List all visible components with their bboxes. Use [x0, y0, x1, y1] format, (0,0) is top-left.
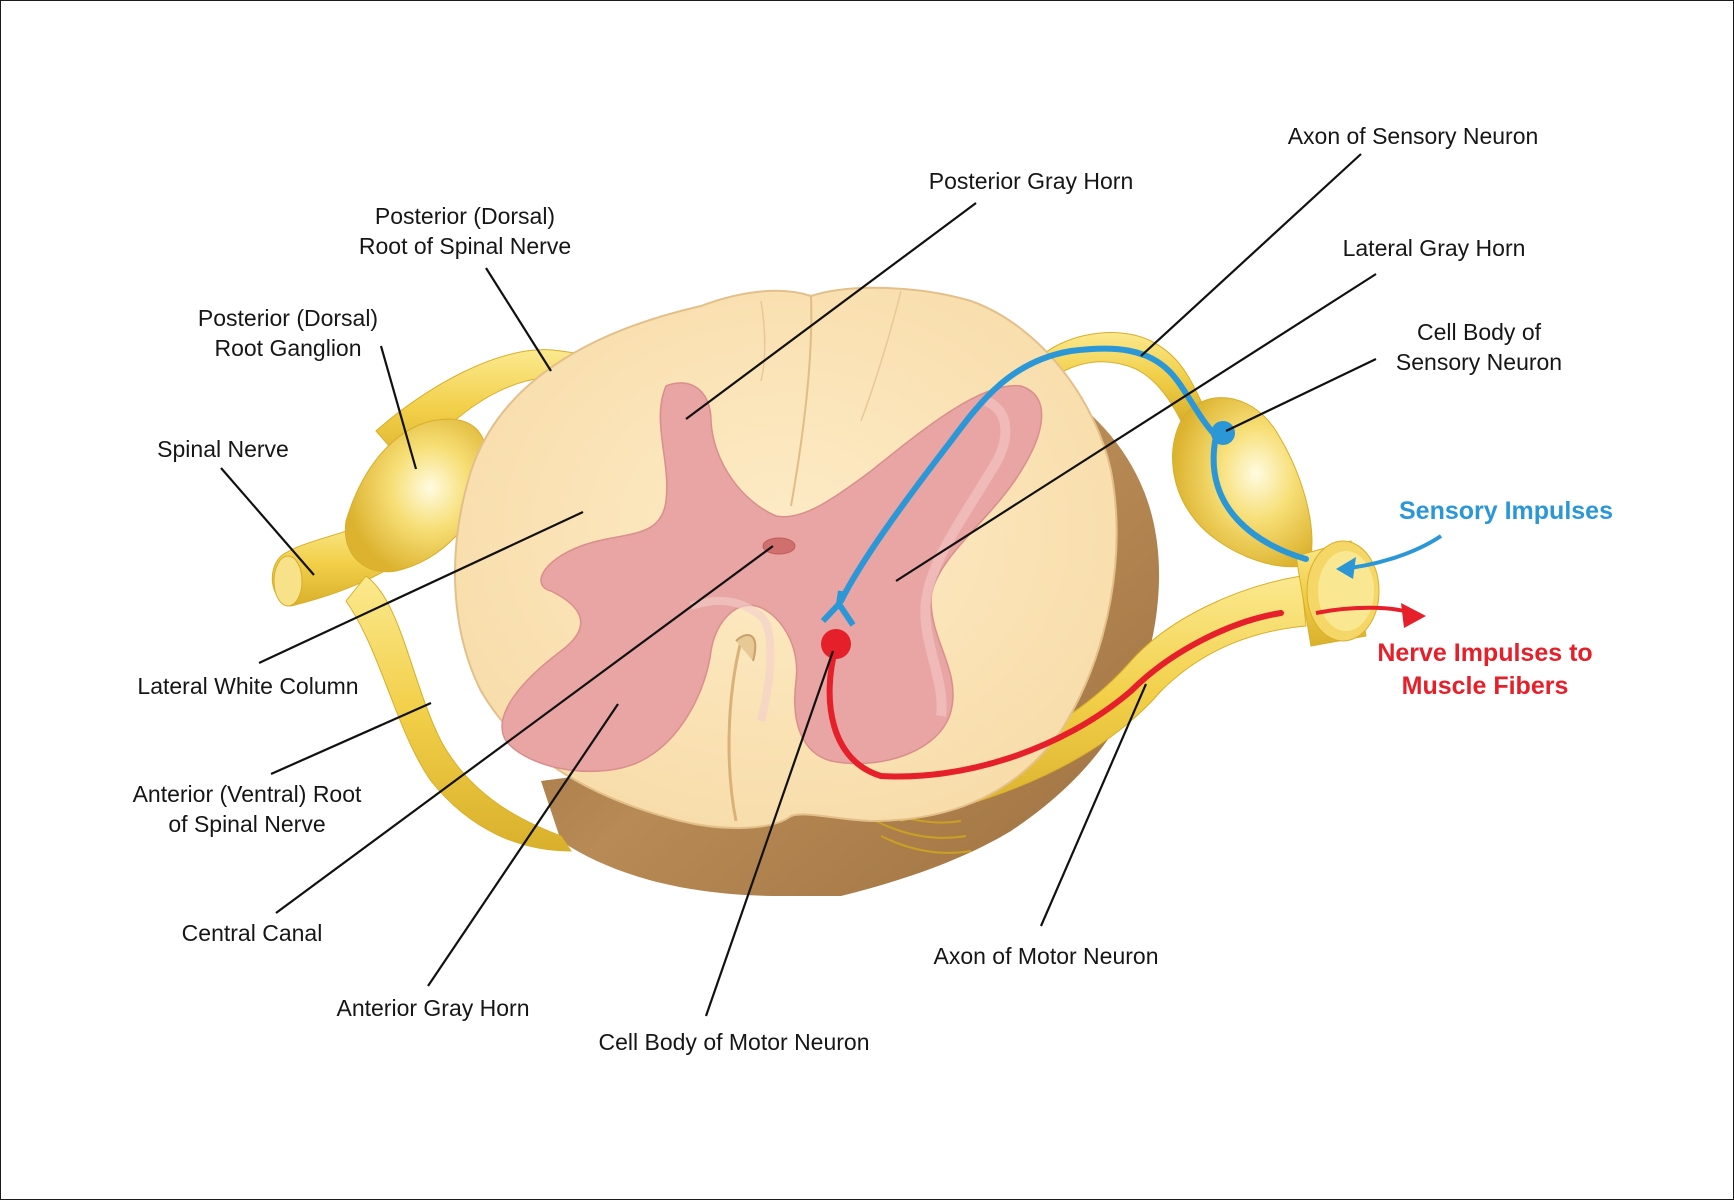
- label-axon-motor-neuron: Axon of Motor Neuron: [933, 943, 1159, 969]
- label-anterior-root-nerve: Anterior (Ventral) Root of Spinal Nerve: [133, 779, 362, 839]
- label-central-canal: Central Canal: [181, 920, 323, 946]
- label-posterior-root-ganglion: Posterior (Dorsal) Root Ganglion: [198, 303, 378, 363]
- leader-central-canal: [275, 545, 774, 914]
- sensory-cell-body: [1211, 421, 1235, 445]
- leader-axon-motor: [1039, 683, 1148, 927]
- label-anterior-root-nerve-line2: of Spinal Nerve: [168, 811, 326, 837]
- motor-neuron-axon: [826, 610, 1284, 780]
- label-lateral-white-column: Lateral White Column: [137, 673, 359, 699]
- label-posterior-root-nerve-line2: Root of Spinal Nerve: [358, 233, 572, 259]
- leader-posterior-root-nerve: [485, 267, 552, 372]
- label-posterior-gray-horn: Posterior Gray Horn: [928, 168, 1134, 194]
- left-spinal-nerve: [271, 349, 667, 852]
- leader-lateral-white-column: [258, 511, 584, 664]
- label-motor-impulses: Nerve Impulses to Muscle Fibers: [1377, 637, 1592, 703]
- label-posterior-root-nerve: Posterior (Dorsal) Root of Spinal Nerve: [359, 201, 571, 261]
- label-motor-impulses-line1: Nerve Impulses to: [1377, 639, 1593, 667]
- leader-posterior-root-ganglion: [379, 345, 418, 470]
- leader-cell-body-sensory: [1225, 358, 1377, 432]
- label-cell-body-sensory-line2: Sensory Neuron: [1395, 349, 1563, 375]
- label-posterior-root-ganglion-line2: Root Ganglion: [214, 335, 362, 361]
- label-posterior-root-ganglion-line1: Posterior (Dorsal): [197, 305, 379, 331]
- left-ventral-root: [345, 575, 572, 852]
- right-dorsal-root: [1040, 332, 1202, 422]
- leader-cell-body-motor: [704, 650, 835, 1017]
- leader-posterior-gray-horn: [685, 202, 977, 420]
- central-canal: [762, 537, 796, 555]
- motor-cell-body: [821, 629, 851, 659]
- label-lateral-gray-horn: Lateral Gray Horn: [1342, 235, 1526, 261]
- leader-anterior-gray-horn: [427, 703, 619, 987]
- label-posterior-root-nerve-line1: Posterior (Dorsal): [374, 203, 556, 229]
- label-anterior-gray-horn: Anterior Gray Horn: [336, 995, 530, 1021]
- label-sensory-impulses: Sensory Impulses: [1399, 497, 1613, 525]
- leader-spinal-nerve: [220, 467, 315, 576]
- label-cell-body-motor: Cell Body of Motor Neuron: [598, 1029, 870, 1055]
- leader-axon-sensory: [1140, 153, 1362, 357]
- label-spinal-nerve: Spinal Nerve: [157, 436, 289, 462]
- label-anterior-root-nerve-line1: Anterior (Ventral) Root: [132, 781, 362, 807]
- leader-lateral-gray-horn: [895, 273, 1377, 582]
- sensory-neuron-axon: [838, 345, 1309, 604]
- leader-lines: [220, 153, 1377, 1017]
- label-cell-body-sensory: Cell Body of Sensory Neuron: [1396, 317, 1562, 377]
- label-motor-impulses-line2: Muscle Fibers: [1401, 672, 1569, 700]
- gray-matter: [501, 382, 1043, 773]
- label-axon-sensory-neuron: Axon of Sensory Neuron: [1287, 123, 1539, 149]
- leader-anterior-root-nerve: [270, 701, 432, 776]
- label-cell-body-sensory-line1: Cell Body of: [1416, 319, 1542, 345]
